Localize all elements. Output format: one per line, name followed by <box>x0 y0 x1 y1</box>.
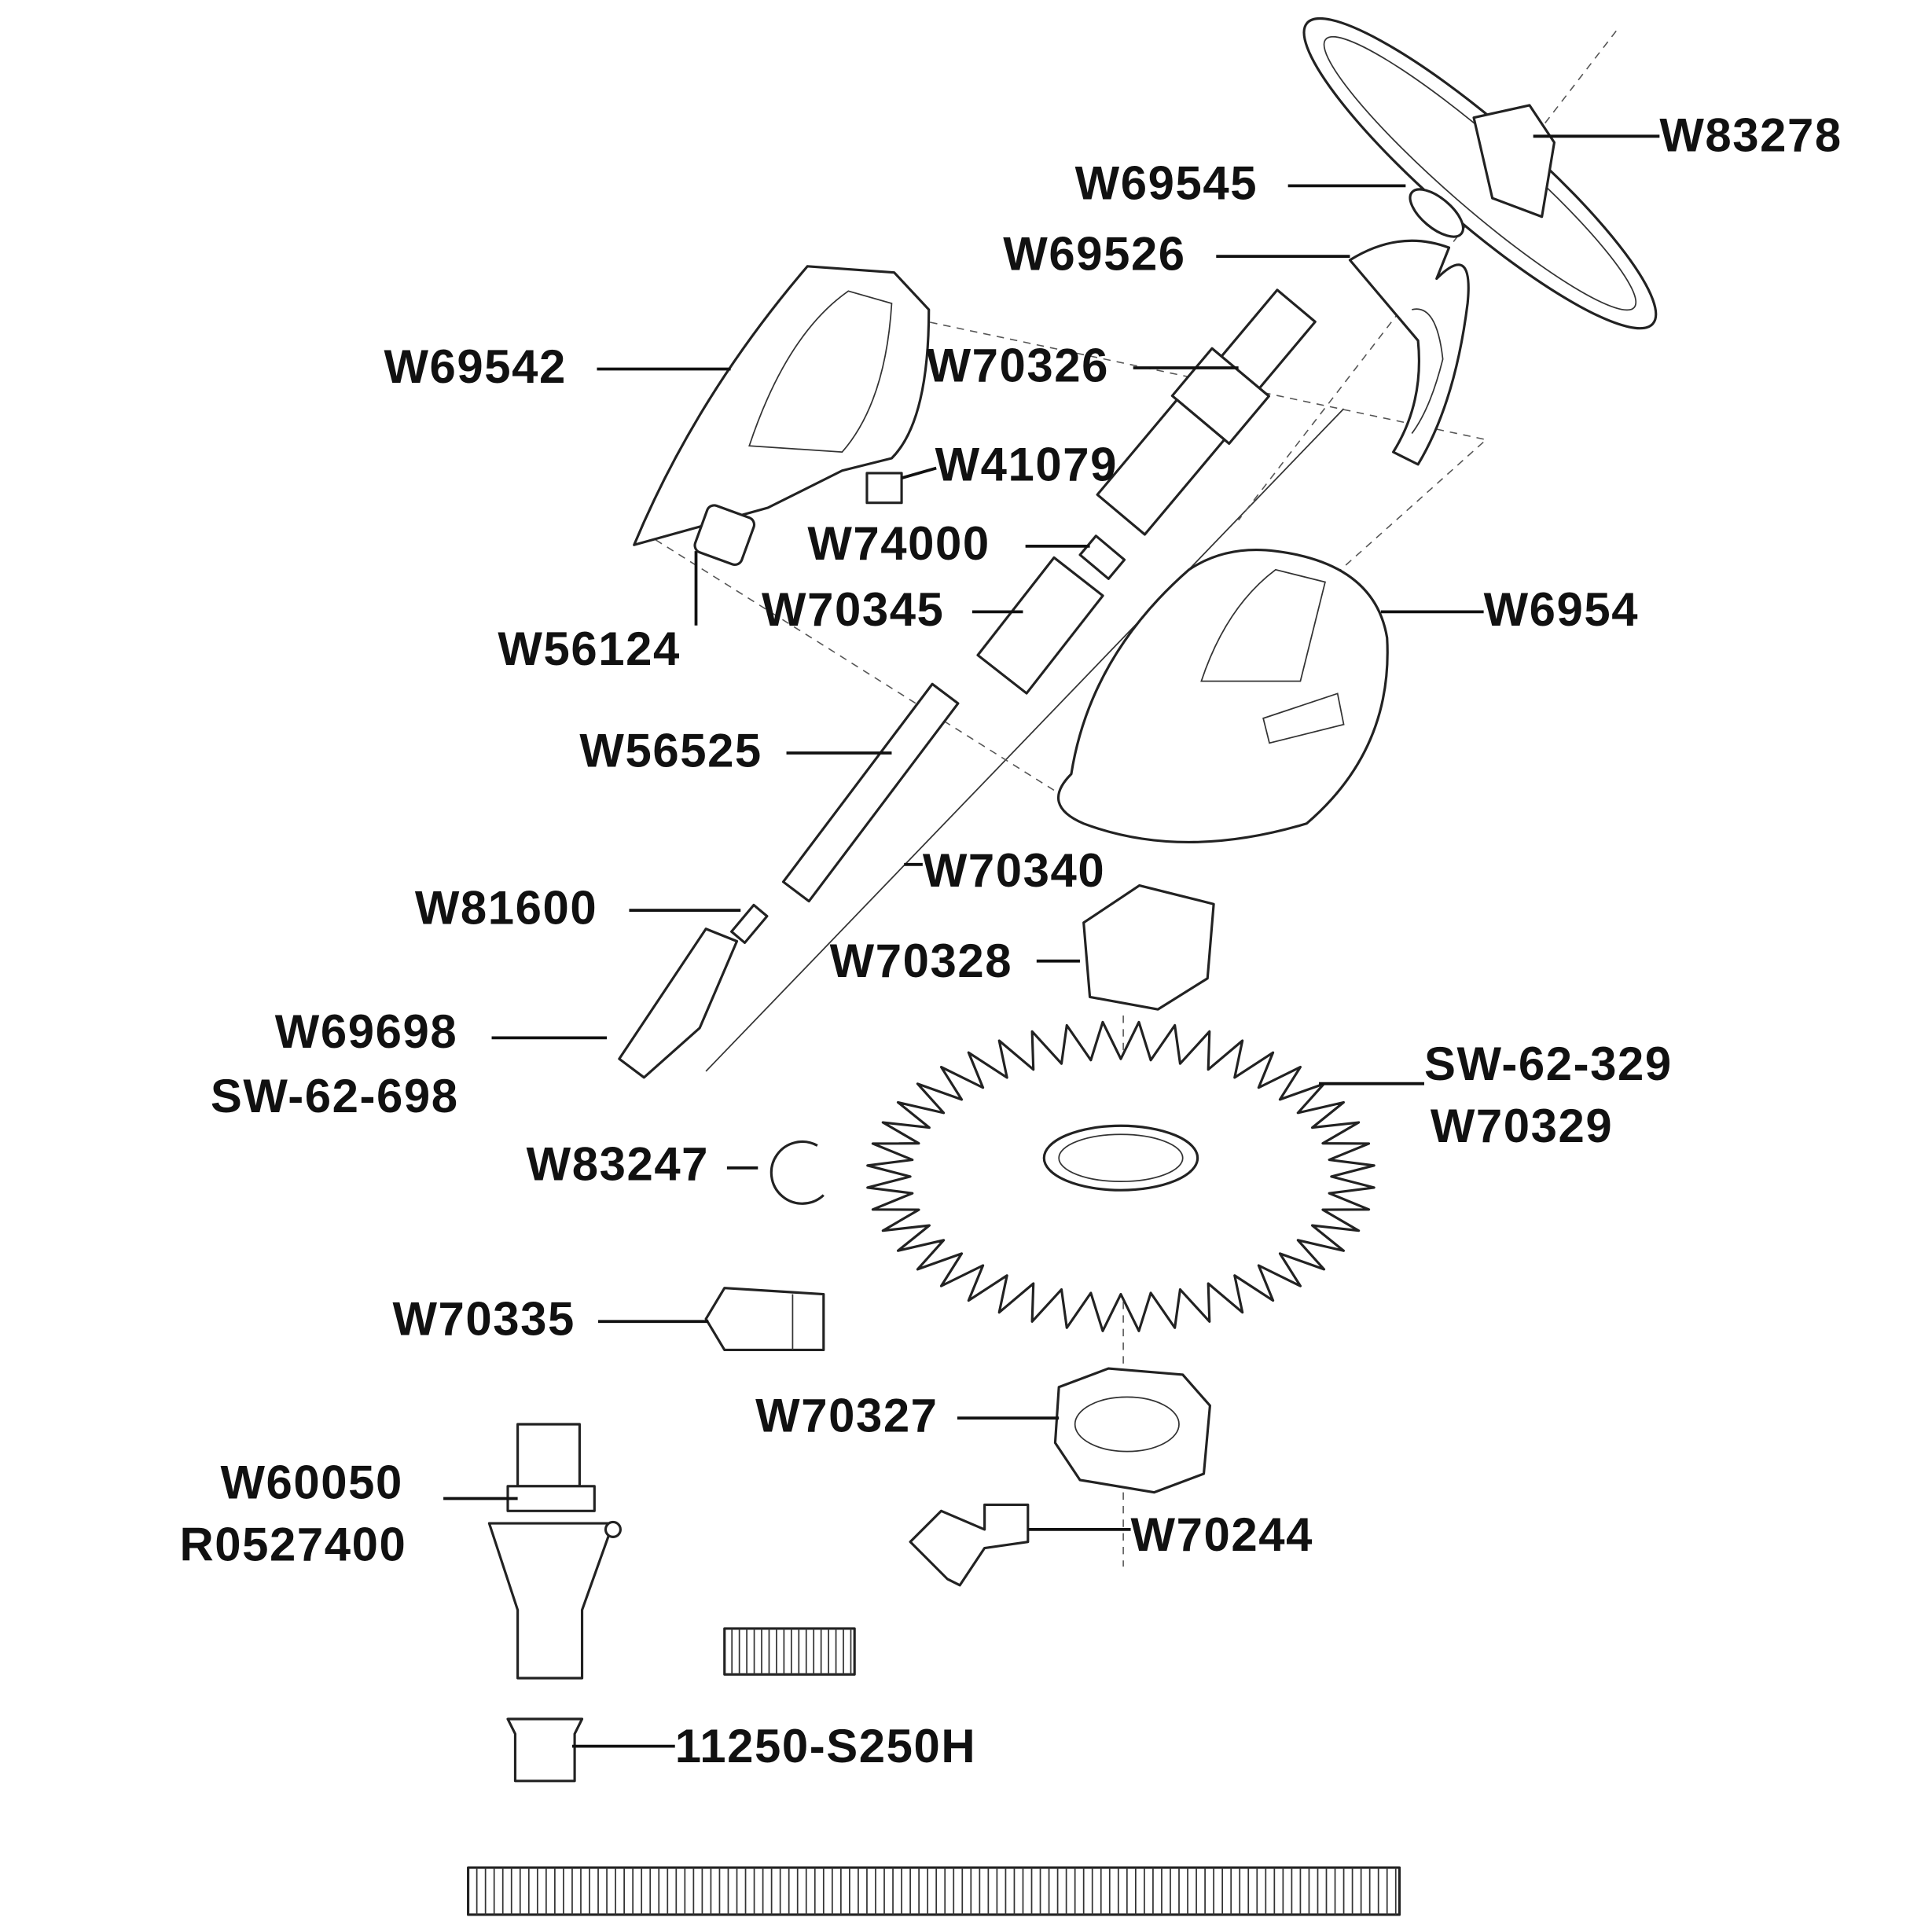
elbow-part <box>909 1503 1030 1587</box>
long-hose-part <box>467 1866 1401 1916</box>
label-foot-nut: W70327 <box>755 1389 938 1442</box>
cone-part <box>506 1717 584 1783</box>
swivel-part <box>1096 288 1317 536</box>
side-cover-part <box>633 265 931 546</box>
label-weir-adapter: W60050 <box>220 1456 402 1509</box>
label-flow-valve: W70335 <box>392 1293 575 1346</box>
c-clip-part <box>769 1140 825 1205</box>
label-weir-adapter-alt: R0527400 <box>179 1518 406 1570</box>
foot-nut-part <box>1053 1367 1211 1494</box>
tube-part <box>781 682 960 903</box>
label-tube: W56525 <box>579 724 762 777</box>
label-diaphragm: W70329 <box>1431 1100 1613 1152</box>
ring-part <box>1409 188 1464 238</box>
label-seal: W81600 <box>415 881 597 934</box>
diaphragm-part <box>866 1020 1376 1332</box>
label-disc: W83278 <box>1659 108 1842 161</box>
label-side-tab: W56124 <box>498 623 680 675</box>
label-elbow: W70244 <box>1131 1508 1313 1561</box>
label-ring: W69545 <box>1075 157 1258 210</box>
label-shaft: W70340 <box>923 844 1105 897</box>
clip-small-part <box>865 472 903 505</box>
label-hose-adapter: W69698 <box>275 1005 457 1058</box>
label-throat: W70328 <box>830 935 1012 987</box>
top-cover-detail <box>1411 308 1444 434</box>
hose-body <box>723 1627 856 1676</box>
side-tab-part <box>693 504 756 566</box>
flow-valve-part <box>704 1287 825 1352</box>
disc-part <box>1302 17 1658 330</box>
throat-part <box>1082 884 1215 1011</box>
label-c-clip: W83247 <box>527 1138 709 1191</box>
label-side-cover: W69542 <box>384 340 566 393</box>
label-retainer: W74000 <box>807 517 990 570</box>
label-body: W6954 <box>1484 583 1640 636</box>
connector-part <box>976 556 1104 695</box>
hose-segment-part <box>723 1627 856 1676</box>
top-cover-part <box>1348 239 1470 466</box>
label-top-cover: W69526 <box>1003 228 1185 281</box>
weir-adapter-part <box>487 1423 622 1680</box>
label-swivel: W70326 <box>927 339 1109 391</box>
label-connector: W70345 <box>762 583 944 636</box>
hose-body <box>467 1866 1401 1916</box>
axis-line <box>705 408 1345 1072</box>
label-cone: 11250-S250H <box>675 1720 976 1772</box>
hose-adapter-part <box>618 927 739 1079</box>
seal-part <box>730 903 769 944</box>
label-hose-adapter-alt: SW-62-698 <box>211 1070 459 1122</box>
retainer-part <box>1078 534 1126 580</box>
body-part <box>1056 549 1389 844</box>
label-clip-small: W41079 <box>935 438 1118 490</box>
label-diaphragm-alt: SW-62-329 <box>1424 1038 1673 1090</box>
leader-lines <box>443 134 1660 1748</box>
